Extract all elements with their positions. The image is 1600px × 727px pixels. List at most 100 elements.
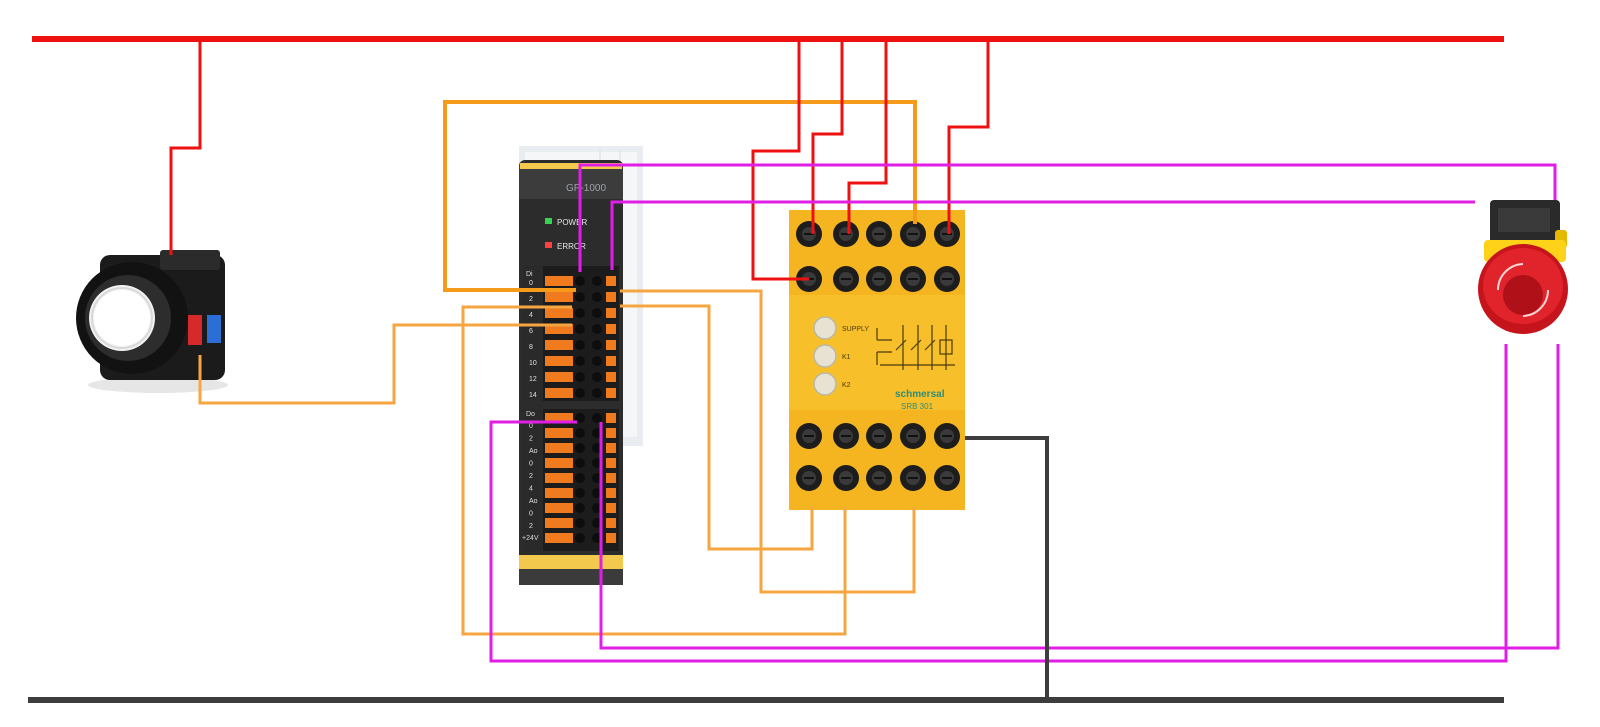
- push-button-icon[interactable]: [76, 250, 228, 393]
- wire-relay-to-ground: [965, 436, 1049, 700]
- plc-terminal-hole: [592, 276, 602, 286]
- plc-output-label: 4: [529, 486, 533, 493]
- relay-led-label: K1: [842, 354, 851, 361]
- plc-terminal-lever: [545, 473, 573, 483]
- wire-power-to-relay-b: [811, 42, 844, 234]
- plc-terminal-hole: [575, 356, 585, 366]
- plc-input-label: 10: [529, 360, 537, 367]
- wires-magenta: [489, 163, 1560, 663]
- plc-terminal-lever: [545, 340, 573, 350]
- plc-terminal-hole: [575, 324, 585, 334]
- plc-terminal-lever: [606, 473, 616, 483]
- plc-supply-label: +24V: [522, 535, 539, 542]
- plc-terminal-lever: [545, 356, 573, 366]
- wires-orange: [198, 289, 916, 636]
- plc-model-label: GP-1000: [566, 183, 606, 194]
- plc-terminal-hole: [575, 488, 585, 498]
- plc-terminal-lever: [545, 443, 573, 453]
- plc-output-group-a: Do: [526, 411, 535, 418]
- wire-relay-to-plc-bus: [443, 100, 917, 292]
- plc-terminal-hole: [575, 292, 585, 302]
- wire-power-to-relay-d: [947, 42, 990, 234]
- plc-terminal-lever: [606, 518, 616, 528]
- wires-red: [169, 42, 990, 281]
- wire-estop-to-plc-d: [599, 344, 1560, 650]
- plc-terminal-hole: [575, 372, 585, 382]
- plc-upper-terminals: [545, 276, 616, 398]
- plc-output-label: 2: [529, 523, 533, 530]
- plc-terminal-hole: [575, 533, 585, 543]
- plc-terminal-lever: [606, 276, 616, 286]
- power-led: [545, 218, 552, 224]
- plc-input-group: Di: [526, 271, 533, 278]
- plc-terminal-lever: [545, 503, 573, 513]
- emergency-stop-icon[interactable]: [1478, 200, 1568, 334]
- plc-terminal-lever: [606, 340, 616, 350]
- plc-terminal-lever: [606, 413, 616, 423]
- wire-power-to-relay-a: [751, 42, 809, 281]
- wire-pushbutton-to-plc: [198, 323, 572, 405]
- plc-output-label: Ao: [529, 498, 538, 505]
- plc-terminal-lever: [545, 308, 573, 318]
- plc-terminal-hole: [592, 292, 602, 302]
- relay-led: [813, 372, 837, 396]
- power-led-label: POWER: [557, 218, 587, 227]
- plc-input-label: 8: [529, 344, 533, 351]
- plc-output-label: 0: [529, 461, 533, 468]
- plc-output-label: 0: [529, 423, 533, 430]
- plc-terminal-lever: [545, 324, 573, 334]
- wire-power-to-relay-c: [847, 42, 888, 234]
- error-led-label: ERROR: [557, 242, 586, 251]
- wire-plc-to-relay-b: [620, 304, 814, 551]
- plc-terminal-hole: [592, 308, 602, 318]
- relay-led-label: K2: [842, 382, 851, 389]
- plc-input-label: 14: [529, 392, 537, 399]
- plc-terminal-lever: [606, 308, 616, 318]
- plc-terminal-lever: [606, 356, 616, 366]
- plc-terminal-lever: [545, 428, 573, 438]
- plc-output-label: 2: [529, 436, 533, 443]
- wire-estop-to-plc-a: [578, 163, 1557, 272]
- plc-terminal-lever: [545, 292, 573, 302]
- plc-terminal-hole: [575, 388, 585, 398]
- plc-terminal-lever: [545, 518, 573, 528]
- relay-led: [813, 344, 837, 368]
- relay-schematic: [876, 325, 955, 370]
- plc-terminal-lever: [606, 372, 616, 382]
- relay-led-label: SUPPLY: [842, 326, 869, 333]
- plc-terminal-lever: [606, 488, 616, 498]
- plc-terminal-lever: [545, 276, 573, 286]
- plc-terminal-hole: [575, 443, 585, 453]
- plc-terminal-hole: [575, 413, 585, 423]
- error-led: [545, 242, 552, 248]
- wire-plc-to-relay-c: [461, 305, 847, 636]
- plc-output-label: 0: [529, 511, 533, 518]
- plc-terminal-hole: [575, 340, 585, 350]
- plc-terminal-lever: [606, 533, 616, 543]
- plc-terminal-lever: [545, 372, 573, 382]
- plc-terminal-hole: [575, 276, 585, 286]
- wire-estop-to-plc-b: [610, 200, 1475, 270]
- plc-terminal-hole: [592, 356, 602, 366]
- plc-terminal-lever: [545, 533, 573, 543]
- plc-input-label: 2: [529, 296, 533, 303]
- plc-terminal-lever: [606, 503, 616, 513]
- plc-terminal-lever: [545, 413, 573, 423]
- relay-model: SRB 301: [901, 402, 934, 411]
- plc-terminal-hole: [592, 372, 602, 382]
- wire-estop-to-plc-c: [489, 344, 1508, 663]
- wires-orange-bus: [443, 100, 917, 292]
- plc-terminal-lever: [606, 458, 616, 468]
- plc-input-label: 4: [529, 312, 533, 319]
- plc-terminal-hole: [575, 428, 585, 438]
- plc-output-label: 2: [529, 473, 533, 480]
- plc-terminal-hole: [575, 308, 585, 318]
- wire-plc-to-relay-a: [620, 289, 916, 594]
- plc-terminal-lever: [545, 458, 573, 468]
- plc-terminal-lever: [606, 443, 616, 453]
